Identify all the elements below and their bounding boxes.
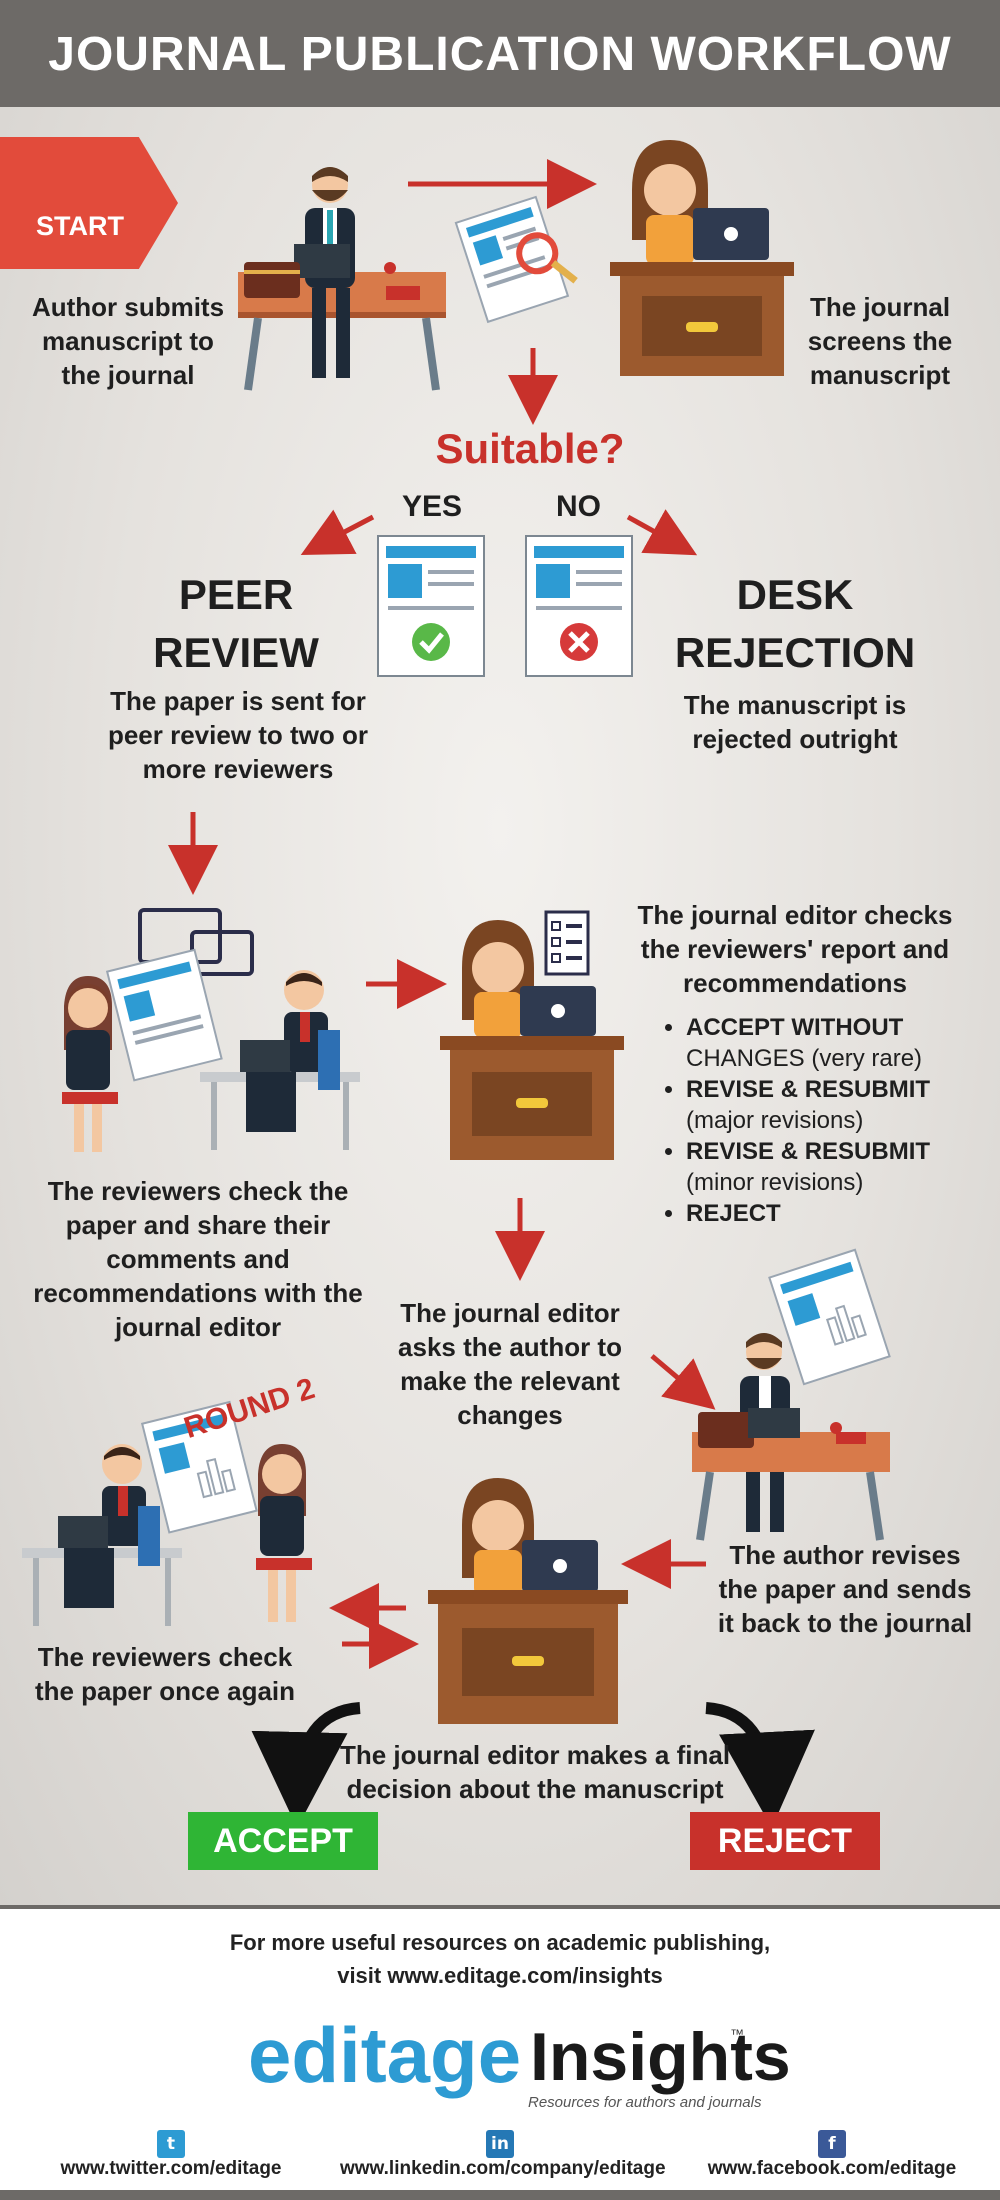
reviewers-illustration — [62, 908, 360, 1152]
linkedin-link[interactable]: in www.linkedin.com/company/editage — [340, 2130, 666, 2180]
arrow-no — [626, 509, 698, 556]
accept-badge: ACCEPT — [188, 1812, 378, 1870]
arrow-yes — [300, 509, 375, 555]
twitter-icon: t — [157, 2130, 185, 2158]
start-label-line1: START — [36, 211, 124, 241]
bottom-strip — [0, 2190, 1000, 2200]
page-title: JOURNAL PUBLICATION WORKFLOW — [0, 0, 1000, 107]
arrow-accept — [251, 1702, 361, 1828]
footer-divider — [0, 1905, 1000, 1909]
option-revise-minor: REVISE & RESUBMIT(minor revisions) — [686, 1136, 986, 1198]
reject-badge: REJECT — [690, 1812, 880, 1870]
accepted-document-icon — [377, 535, 485, 677]
option-reject: REJECT — [686, 1198, 986, 1229]
linkedin-icon: in — [486, 2130, 514, 2158]
rejected-document-icon — [525, 535, 633, 677]
twitter-link[interactable]: t www.twitter.com/editage — [56, 2130, 286, 2180]
reviewers-round2-illustration — [22, 1400, 312, 1626]
suitable-question: Suitable? — [435, 425, 625, 472]
no-label: NO — [556, 490, 601, 523]
twitter-url: www.twitter.com/editage — [60, 2158, 282, 2179]
logo-tagline: Resources for authors and journals — [528, 2094, 762, 2111]
editor-final-illustration — [428, 1478, 628, 1724]
author-desk-illustration — [238, 167, 446, 391]
facebook-icon: f — [818, 2130, 846, 2158]
trademark-mark: ™ — [730, 2026, 744, 2042]
journal-editor-illustration — [610, 140, 794, 376]
workflow-illustrations — [22, 140, 891, 1828]
footer-resources-text: For more useful resources on academic pu… — [150, 1926, 850, 1992]
insights-logo-text: Insights — [530, 2019, 791, 2095]
arrow-to-author — [650, 1354, 716, 1410]
insights-link[interactable]: visit www.editage.com/insights — [337, 1963, 663, 1988]
editage-logo-text: editage — [248, 2011, 522, 2099]
linkedin-url: www.linkedin.com/company/editage — [340, 2158, 666, 2179]
start-here-banner: STARTHERE — [0, 137, 178, 269]
screening-document-illustration — [454, 195, 578, 324]
author-revising-illustration — [692, 1248, 891, 1541]
option-revise-major: REVISE & RESUBMIT(major revisions) — [686, 1074, 986, 1136]
facebook-link[interactable]: f www.facebook.com/editage — [706, 2130, 958, 2180]
facebook-url: www.facebook.com/editage — [707, 2158, 957, 2179]
editor-review-illustration — [440, 910, 624, 1160]
arrow-reject — [705, 1702, 815, 1828]
yes-label: YES — [402, 490, 463, 523]
